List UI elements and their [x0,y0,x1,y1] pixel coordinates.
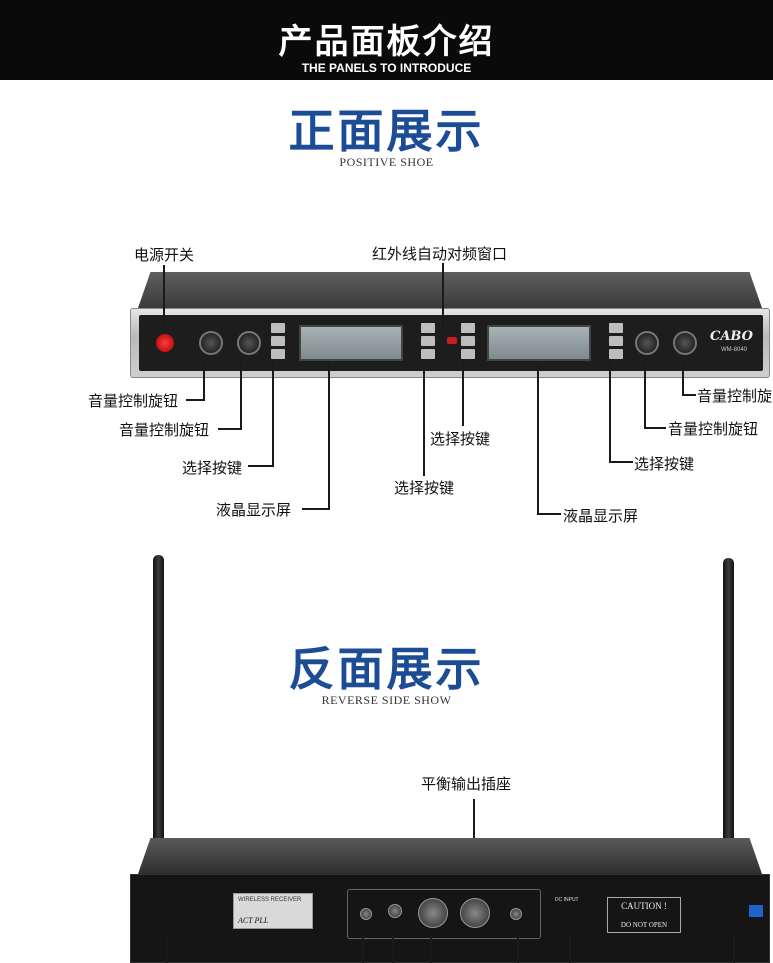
device-top-cover [138,272,762,308]
power-button[interactable] [156,334,174,352]
leader-vol-3-h [682,394,696,396]
rear-section-title: 反面展示 [288,642,485,696]
leader-rear-7 [733,935,735,963]
header-banner: 产品面板介绍 THE PANELS TO INTRODUCE [0,0,773,80]
caution-title: CAUTION ! [621,901,667,911]
leader-power [163,265,165,329]
select-buttons-2[interactable] [421,323,435,363]
antenna-jack-b[interactable] [510,908,522,920]
front-section-subtitle: POSITIVE SHOE [339,155,434,169]
select-buttons-1[interactable] [271,323,285,363]
callout-select-button-3: 选择按键 [430,430,491,448]
leader-vol-1-v [203,362,205,400]
volume-knob-a[interactable] [199,331,223,355]
leader-rear-5 [517,935,519,963]
leader-lcd-1-h [302,508,330,510]
callout-lcd-1: 液晶显示屏 [216,501,292,519]
callout-lcd-2: 液晶显示屏 [563,507,639,525]
volume-knob-c[interactable] [635,331,659,355]
leader-rear-6 [569,935,571,963]
unbalanced-output-jack[interactable] [388,904,402,918]
volume-knob-b[interactable] [237,331,261,355]
leader-lcd-2-h [537,513,561,515]
spec-label: WIRELESS RECEIVER ACT PLL [233,893,313,929]
caution-label: CAUTION ! DO NOT OPEN [607,897,681,933]
device-front-face: CABO WM-8040 [130,308,770,378]
callout-select-button-1: 选择按键 [182,459,243,477]
rear-face: WIRELESS RECEIVER ACT PLL DC INPUT CAUTI… [130,874,770,963]
select-buttons-4[interactable] [609,323,623,363]
leader-sel-2 [423,362,425,476]
leader-vol-4-v [644,362,646,428]
leader-sel-1-v [272,362,274,466]
do-not-open-label: DO NOT OPEN [620,921,668,929]
output-jack-panel [347,889,541,939]
leader-lcd-1-v [328,362,330,509]
callout-ir-window: 红外线自动对频窗口 [372,245,508,263]
leader-rear-3 [392,935,394,963]
callout-volume-knob-3: 音量控制旋 [697,387,773,405]
leader-rear-1 [166,935,168,963]
front-control-strip: CABO WM-8040 [139,315,763,371]
select-buttons-3[interactable] [461,323,475,363]
balanced-output-a[interactable] [460,898,490,928]
leader-lcd-2-v [537,362,539,514]
leader-vol-2-v [240,362,242,429]
callout-volume-knob-4: 音量控制旋钮 [668,420,759,438]
spec-label-pll: ACT PLL [238,916,269,925]
leader-sel-3 [462,362,464,426]
leader-vol-1-h [186,399,205,401]
leader-vol-2-h [218,428,242,430]
leader-sel-1-h [248,465,274,467]
leader-rear-4 [430,935,432,963]
lcd-screen-1 [299,325,403,361]
header-subtitle: THE PANELS TO INTRODUCE [301,61,472,75]
callout-volume-knob-2: 音量控制旋钮 [119,421,210,439]
header-title: 产品面板介绍 [278,22,495,62]
spec-label-title: WIRELESS RECEIVER [238,897,302,903]
ir-sync-window [447,337,457,344]
dc-input-label: DC INPUT [555,897,579,903]
receiver-front-panel: CABO WM-8040 [130,272,770,378]
antenna-left [153,555,164,885]
leader-sel-4-v [609,362,611,462]
callout-power-switch: 电源开关 [134,246,195,264]
leader-rear-2 [362,935,364,963]
lcd-screen-2 [487,325,591,361]
volume-knob-d[interactable] [673,331,697,355]
callout-select-button-2: 选择按键 [394,479,455,497]
leader-vol-3-v [682,362,684,395]
callout-balanced-output: 平衡输出插座 [421,775,512,793]
model-label: WM-8040 [720,347,747,353]
callout-volume-knob-1: 音量控制旋钮 [88,392,179,410]
leader-ir [442,263,444,329]
receiver-rear-panel: WIRELESS RECEIVER ACT PLL DC INPUT CAUTI… [130,838,770,963]
front-section-title: 正面展示 [288,104,485,158]
callout-select-button-4: 选择按键 [634,455,695,473]
rear-top-cover [138,838,762,874]
leader-vol-4-h [644,427,666,429]
balanced-output-b[interactable] [418,898,448,928]
leader-sel-4-h [609,461,633,463]
brand-logo: CABO [710,329,753,344]
rear-section-subtitle: REVERSE SIDE SHOW [321,693,452,707]
serial-sticker [749,905,763,917]
antenna-jack-a[interactable] [360,908,372,920]
antenna-right [723,558,734,888]
